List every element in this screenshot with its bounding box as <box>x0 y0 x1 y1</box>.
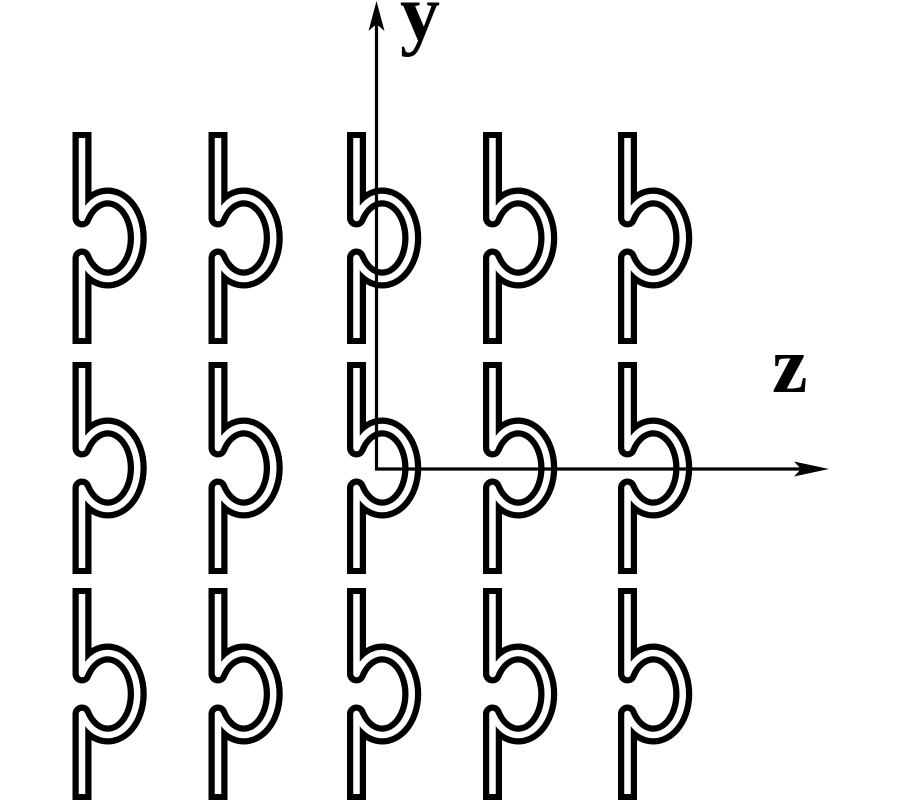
omega-strip-outline <box>208 588 283 800</box>
omega-strip-outline <box>347 132 422 344</box>
omega-element-r3-c5 <box>618 588 693 800</box>
omega-strip-outline <box>347 588 422 800</box>
omega-strip-channel <box>78 368 141 568</box>
omega-strip-channel <box>353 138 415 338</box>
omega-element-r3-c2 <box>208 588 283 800</box>
omega-strip-channel <box>78 138 141 338</box>
omega-strip-channel <box>624 138 686 338</box>
omega-strip-channel <box>214 138 277 338</box>
omega-strip-outline <box>72 132 147 344</box>
omega-strip-channel <box>353 594 415 794</box>
omega-element-r1-c1 <box>72 132 147 344</box>
omega-element-r1-c4 <box>483 132 558 344</box>
omega-strip-outline <box>618 132 693 344</box>
omega-strip-outline <box>72 588 147 800</box>
omega-element-r1-c2 <box>208 132 283 344</box>
omega-element-r1-c3 <box>347 132 422 344</box>
omega-element-r3-c4 <box>483 588 558 800</box>
omega-strip-channel <box>78 594 141 794</box>
omega-elements-layer <box>72 132 693 800</box>
omega-strip-outline <box>208 132 283 344</box>
omega-strip-channel <box>489 138 551 338</box>
y-axis-label: y <box>400 0 440 58</box>
z-axis-arrowhead <box>794 461 829 477</box>
y-axis-arrowhead <box>368 1 385 31</box>
omega-strip-outline <box>208 362 283 574</box>
omega-element-r2-c2 <box>208 362 283 574</box>
z-axis-label: z <box>772 322 808 410</box>
omega-strip-channel <box>489 594 551 794</box>
omega-element-r2-c1 <box>72 362 147 574</box>
omega-element-r1-c5 <box>618 132 693 344</box>
omega-strip-channel <box>214 594 277 794</box>
omega-element-r3-c1 <box>72 588 147 800</box>
omega-strip-channel <box>624 594 686 794</box>
omega-strip-outline <box>483 588 558 800</box>
omega-strip-outline <box>72 362 147 574</box>
omega-strip-outline <box>618 588 693 800</box>
omega-strip-channel <box>214 368 277 568</box>
axes-layer <box>368 1 829 477</box>
omega-element-r3-c3 <box>347 588 422 800</box>
omega-strip-outline <box>483 132 558 344</box>
